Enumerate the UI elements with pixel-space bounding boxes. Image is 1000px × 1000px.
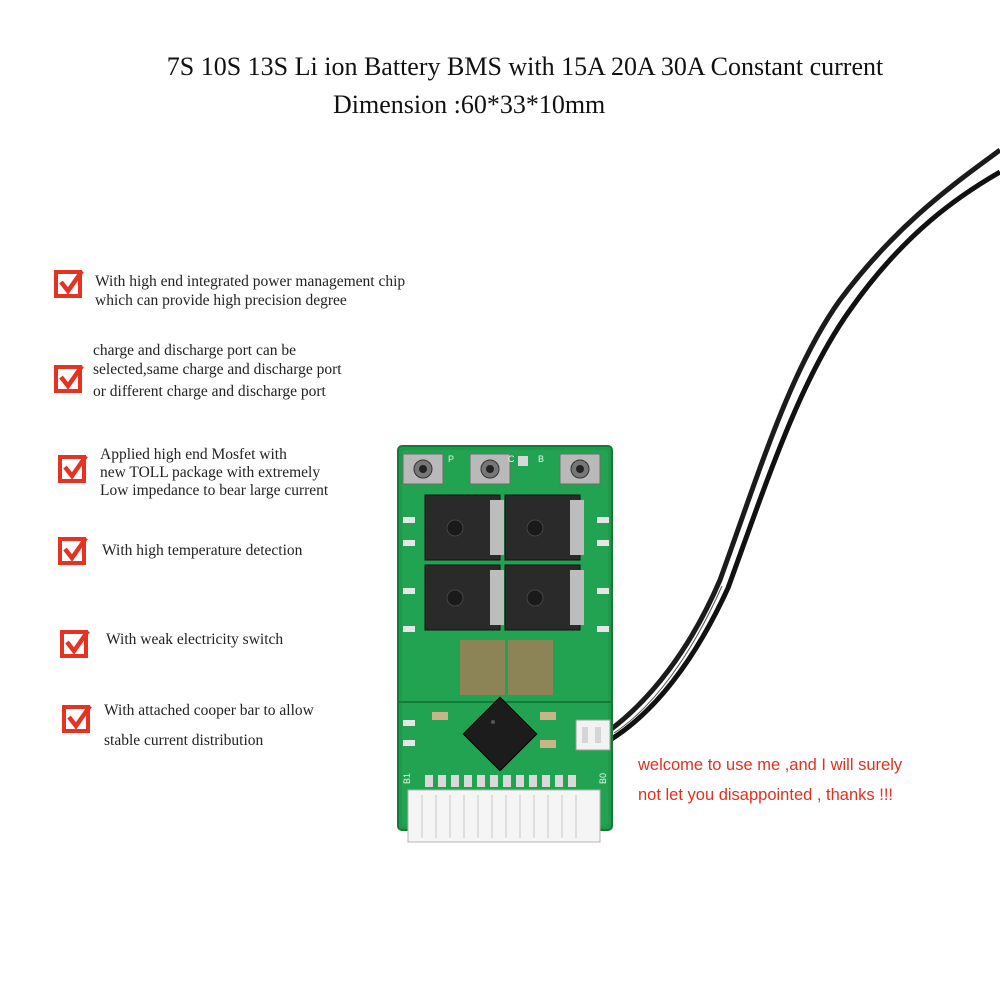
title-line-1: 7S 10S 13S Li ion Battery BMS with 15A 2…: [166, 52, 884, 81]
resistor-row: [425, 775, 576, 787]
small-connector: [575, 719, 611, 751]
control-ic: [462, 696, 538, 772]
side-pads: [403, 517, 609, 746]
feature-text: With weak electricity switch: [106, 631, 284, 648]
terminal-pads: P C B: [402, 453, 601, 485]
welcome-message: welcome to use me ,and I will surely not…: [638, 756, 903, 804]
mosfet-array: [424, 494, 584, 631]
feature-text: With high end integrated power managemen…: [95, 273, 406, 309]
balance-connector: [407, 789, 601, 843]
feature-text: Applied high end Mosfet with new TOLL pa…: [100, 446, 329, 499]
feature-text: With high temperature detection: [102, 542, 303, 559]
checkbox-checked-icon: [54, 364, 84, 393]
label-b: B: [538, 454, 544, 464]
cable: [608, 147, 1000, 743]
label-b1: B1: [402, 773, 412, 784]
checkbox-checked-icon: [58, 454, 88, 483]
checkbox-checked-icon: [62, 704, 92, 733]
title-line-2: Dimension :60*33*10mm: [333, 90, 606, 119]
checkbox-checked-icon: [58, 536, 88, 565]
label-c: C: [508, 454, 515, 464]
feature-text: With attached cooper bar to allow stable…: [104, 702, 314, 749]
label-p: P: [448, 454, 454, 464]
feature-text: charge and discharge port can be selecte…: [93, 342, 342, 400]
checkbox-checked-icon: [54, 269, 84, 298]
checkbox-checked-icon: [60, 629, 90, 658]
pcb: P C B: [397, 445, 613, 831]
label-b0: B0: [598, 773, 608, 784]
